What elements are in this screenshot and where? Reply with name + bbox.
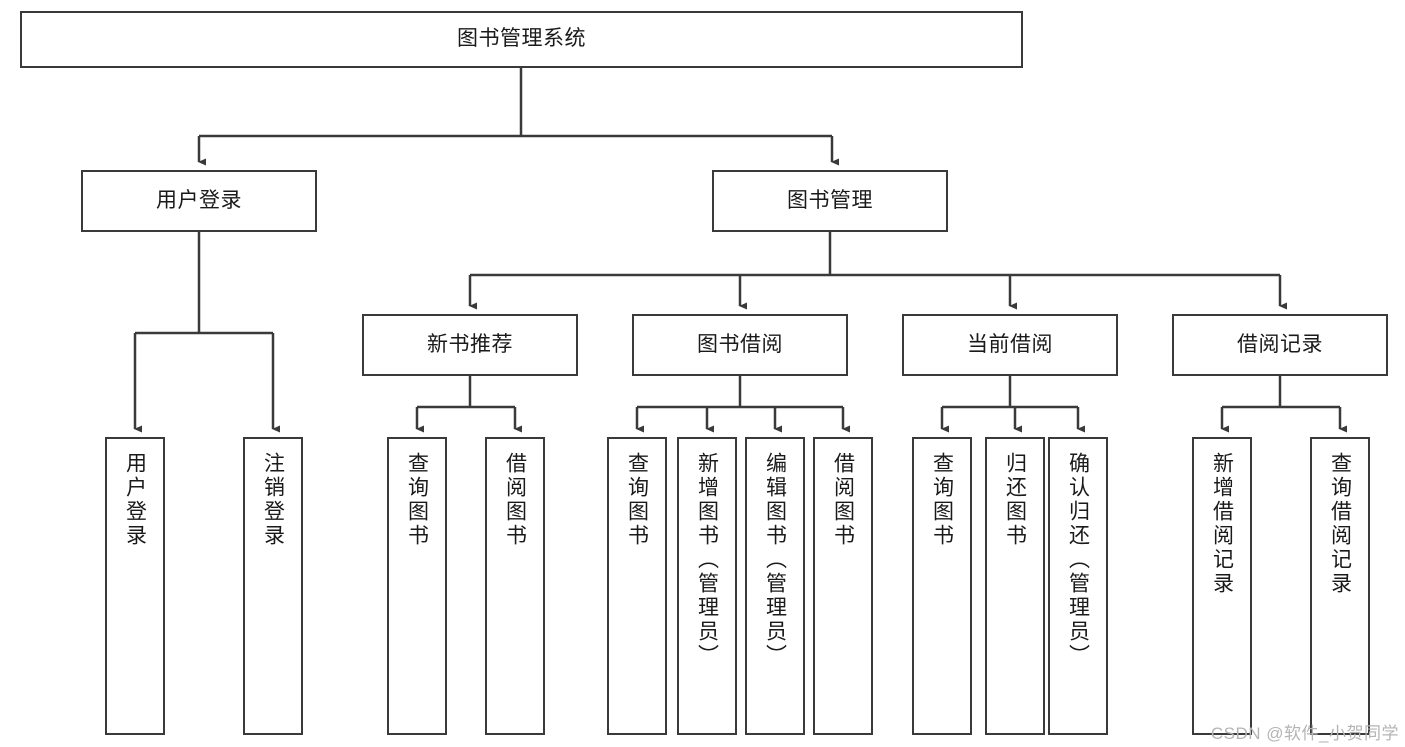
node-new-book-rec[interactable]: 新书推荐 — [362, 314, 578, 376]
node-label: 图书管理系统 — [457, 27, 586, 51]
node-label: 查询图书 — [930, 452, 954, 548]
leaf-cur-return-book[interactable]: 归还图书 — [985, 437, 1045, 735]
node-label: 当前借阅 — [967, 332, 1053, 356]
node-label: 图书管理 — [787, 188, 873, 212]
leaf-rec-add-record[interactable]: 新增借阅记录 — [1192, 437, 1252, 735]
leaf-rec-query-book[interactable]: 查询图书 — [387, 437, 447, 735]
node-book-manage[interactable]: 图书管理 — [712, 170, 948, 232]
node-label: 编辑图书（管理员） — [763, 452, 787, 668]
leaf-borrow-query-book[interactable]: 查询图书 — [607, 437, 667, 735]
node-label: 新书推荐 — [427, 332, 513, 356]
node-label: 用户登录 — [156, 188, 242, 212]
leaf-cur-query-book[interactable]: 查询图书 — [912, 437, 972, 735]
node-label: 查询图书 — [625, 452, 649, 548]
node-user-login[interactable]: 用户登录 — [81, 170, 317, 232]
node-book-borrow[interactable]: 图书借阅 — [632, 314, 848, 376]
node-label: 注销登录 — [261, 452, 285, 548]
leaf-borrow-borrow-book[interactable]: 借阅图书 — [813, 437, 873, 735]
node-label: 新增借阅记录 — [1210, 452, 1234, 596]
node-label: 图书借阅 — [697, 332, 783, 356]
node-label: 归还图书 — [1003, 452, 1027, 548]
node-label: 借阅图书 — [831, 452, 855, 548]
csdn-watermark: CSDN @软件_小贺同学 — [1210, 724, 1399, 743]
leaf-rec-query-record[interactable]: 查询借阅记录 — [1310, 437, 1370, 735]
node-label: 确认归还（管理员） — [1066, 452, 1090, 668]
leaf-borrow-add-book[interactable]: 新增图书（管理员） — [677, 437, 737, 735]
node-label: 新增图书（管理员） — [695, 452, 719, 668]
leaf-rec-borrow-book[interactable]: 借阅图书 — [485, 437, 545, 735]
node-borrow-record[interactable]: 借阅记录 — [1172, 314, 1388, 376]
leaf-user-login[interactable]: 用户登录 — [105, 437, 165, 735]
leaf-borrow-edit-book[interactable]: 编辑图书（管理员） — [745, 437, 805, 735]
leaf-cur-confirm-return[interactable]: 确认归还（管理员） — [1048, 437, 1108, 735]
node-current-borrow[interactable]: 当前借阅 — [902, 314, 1118, 376]
node-label: 用户登录 — [123, 452, 147, 548]
leaf-user-logout[interactable]: 注销登录 — [243, 437, 303, 735]
node-label: 借阅记录 — [1237, 332, 1323, 356]
node-label: 借阅图书 — [503, 452, 527, 548]
node-label: 查询图书 — [405, 452, 429, 548]
node-root-system[interactable]: 图书管理系统 — [20, 11, 1023, 68]
node-label: 查询借阅记录 — [1328, 452, 1352, 596]
